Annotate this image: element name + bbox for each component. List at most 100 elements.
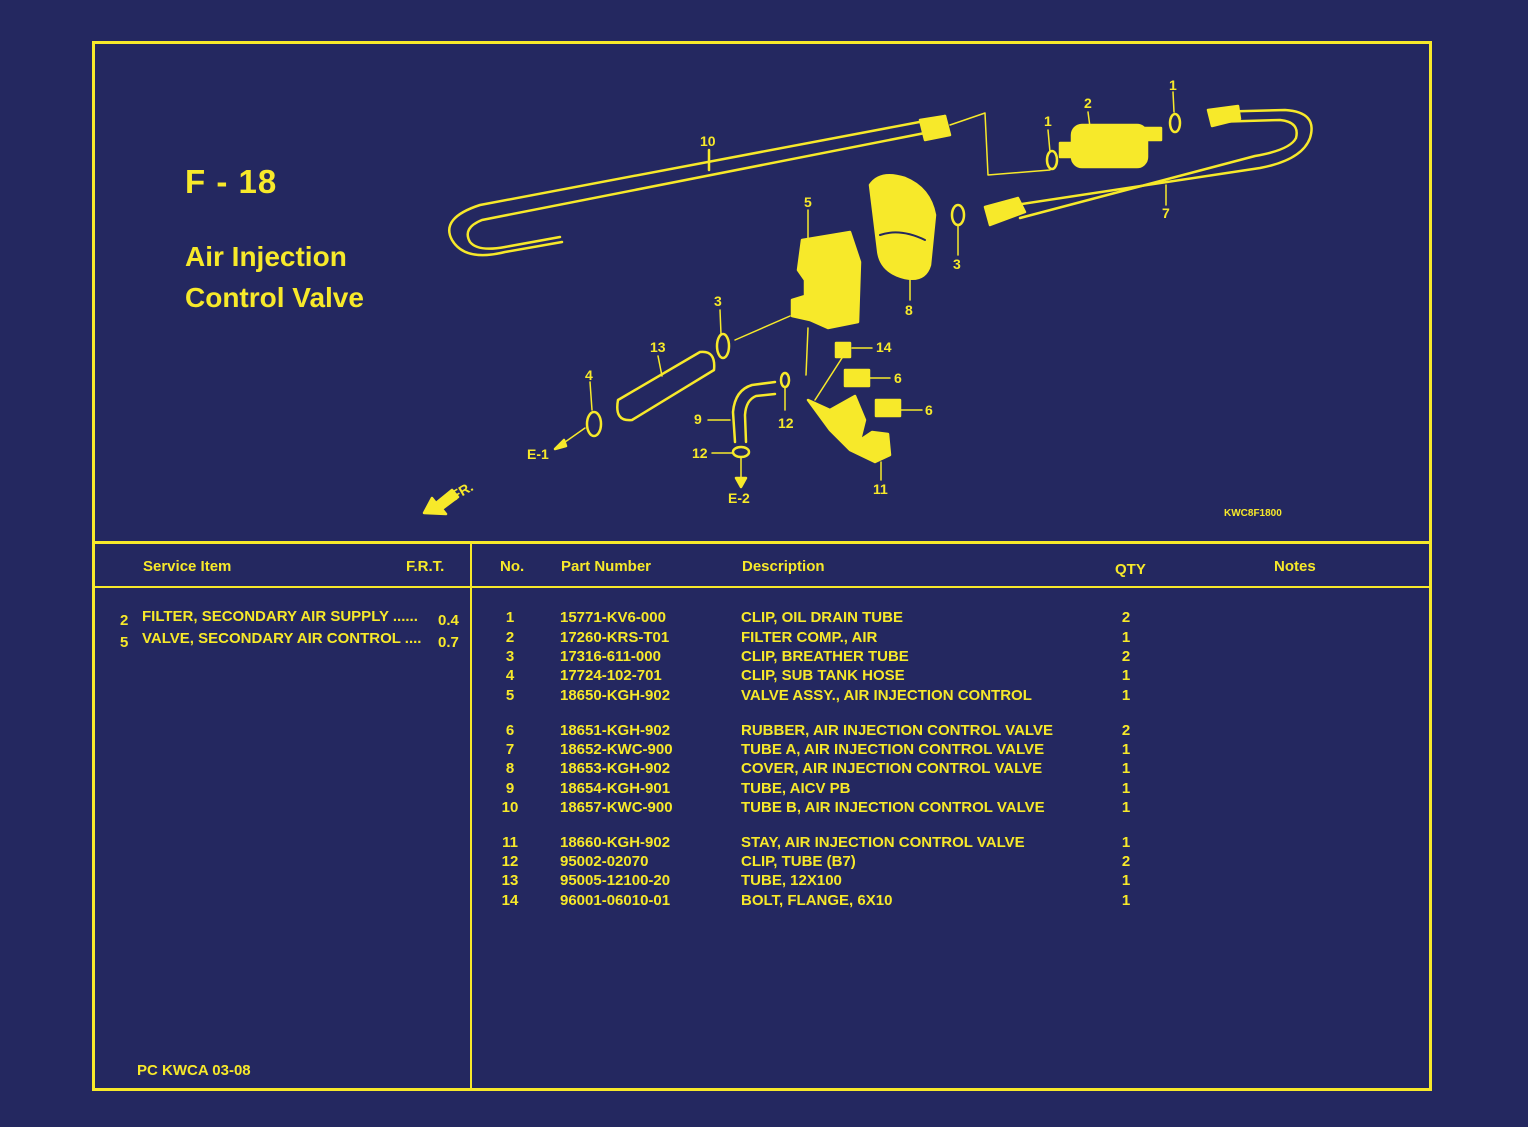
table-cell: 18650-KGH-902: [560, 687, 671, 704]
table-cell: 1: [1121, 629, 1131, 646]
figure-name-title: Air Injection Control Valve: [185, 241, 364, 313]
page-code-footer: PC KWCA 03-08: [137, 1062, 251, 1079]
callout-1a: 1: [1044, 113, 1052, 129]
bolt-part-14: [834, 341, 852, 359]
description-header: Description: [742, 558, 825, 575]
table-cell: 1: [1121, 872, 1131, 889]
table-cell: 5: [505, 687, 515, 704]
tube-part-13: [616, 350, 716, 422]
filter-comp-part-2: [1070, 123, 1149, 169]
clip-part-3b: [715, 332, 731, 360]
table-cell: 18657-KWC-900: [560, 799, 673, 816]
table-cell: TUBE, 12X100: [741, 872, 842, 889]
table-cell: 11: [502, 834, 518, 851]
tube-b-part-10: [448, 114, 947, 257]
table-cell: 7: [505, 741, 515, 758]
table-cell: 1: [1121, 667, 1131, 684]
part-number-header: Part Number: [561, 558, 652, 575]
table-cell: 4: [505, 667, 515, 684]
table-cell: TUBE B, AIR INJECTION CONTROL VALVE: [741, 799, 1045, 816]
figure-code-title: F - 18: [185, 163, 278, 200]
table-cell: 15771-KV6-000: [560, 609, 666, 626]
diagram-divider: [92, 541, 1432, 544]
table-cell: TUBE A, AIR INJECTION CONTROL VALVE: [741, 741, 1045, 758]
table-cell: 1: [1121, 892, 1131, 909]
callout-8: 8: [905, 302, 913, 318]
table-cell: 18652-KWC-900: [560, 741, 673, 758]
figure-reference-code: KWC8F1800: [1224, 508, 1282, 519]
table-cell: 6: [505, 722, 515, 739]
table-cell: 8: [505, 760, 515, 777]
table-cell: 3: [505, 648, 515, 665]
stay-part-11: [806, 394, 892, 464]
table-cell: 1: [1121, 799, 1131, 816]
callout-6b: 6: [925, 402, 933, 418]
notes-header: Notes: [1274, 558, 1316, 575]
header-divider: [92, 586, 1432, 588]
table-cell: 18660-KGH-902: [560, 834, 671, 851]
table-cell: 10: [501, 799, 519, 816]
callout-7: 7: [1162, 205, 1170, 221]
table-cell: 1: [1121, 780, 1131, 797]
table-cell: 9: [505, 780, 515, 797]
frt-header: F.R.T.: [406, 558, 445, 575]
table-cell: 12: [501, 853, 519, 870]
table-cell: 14: [501, 892, 519, 909]
table-cell: 17316-611-000: [560, 648, 661, 665]
table-cell: CLIP, TUBE (B7): [741, 853, 856, 870]
table-cell: CLIP, OIL DRAIN TUBE: [741, 609, 903, 626]
table-cell: 2: [1121, 648, 1131, 665]
table-cell: CLIP, BREATHER TUBE: [741, 648, 909, 665]
cover-part-8: [868, 173, 937, 280]
table-cell: 2: [1121, 722, 1131, 739]
qty-header: QTY: [1115, 561, 1146, 578]
table-cell: 1: [1121, 834, 1131, 851]
table-cell: COVER, AIR INJECTION CONTROL VALVE: [741, 760, 1043, 777]
clip-part-4: [585, 410, 603, 438]
diagram-frame: [92, 41, 1432, 1091]
connector-e1: E-1: [527, 446, 549, 462]
callout-10: 10: [700, 133, 716, 149]
table-cell: 2: [1121, 853, 1131, 870]
no-header: No.: [500, 558, 525, 575]
table-cell: 2: [505, 629, 515, 646]
table-cell: TUBE, AICV PB: [741, 780, 851, 797]
table-cell: BOLT, FLANGE, 6X10: [741, 892, 893, 909]
rubber-part-6a: [843, 368, 871, 388]
table-cell: 95005-12100-20: [560, 872, 671, 889]
column-divider: [470, 543, 472, 1091]
callout-5: 5: [804, 194, 812, 210]
table-cell: RUBBER, AIR INJECTION CONTROL VALVE: [741, 722, 1053, 739]
table-cell: 13: [501, 872, 519, 889]
table-cell: 2: [1121, 609, 1131, 626]
tube-a-part-7: [1013, 108, 1313, 207]
callout-3b: 3: [714, 293, 722, 309]
connector-e2: E-2: [728, 490, 750, 506]
callout-13: 13: [650, 339, 666, 355]
table-cell: 17724-102-701: [560, 667, 662, 684]
clip-part-12a: [731, 445, 751, 459]
table-cell: CLIP, SUB TANK HOSE: [741, 667, 905, 684]
table-cell: 96001-06010-01: [560, 892, 671, 909]
callout-4: 4: [585, 367, 593, 383]
callout-12b: 12: [778, 415, 794, 431]
callout-2: 2: [1084, 95, 1092, 111]
clip-part-3a: [950, 203, 966, 227]
table-cell: FILTER COMP., AIR: [741, 629, 878, 646]
callout-11: 11: [873, 481, 888, 497]
callout-3a: 3: [953, 256, 961, 272]
clip-part-1a: [1045, 149, 1059, 171]
table-cell: 18653-KGH-902: [560, 760, 671, 777]
callout-6a: 6: [894, 370, 902, 386]
rubber-part-6b: [874, 398, 902, 418]
table-cell: 18654-KGH-901: [560, 780, 671, 797]
table-cell: 95002-02070: [560, 853, 649, 870]
table-cell: VALVE ASSY., AIR INJECTION CONTROL: [741, 687, 1032, 704]
tube-aicv-part-9: [731, 380, 777, 444]
exploded-parts-diagram: 1 1 2 3 3 4 5 6 6 7 8 9 10 11 12 12 13 1…: [422, 77, 1313, 516]
callout-1b: 1: [1169, 77, 1177, 93]
table-cell: 1: [1121, 687, 1131, 704]
callout-14: 14: [876, 339, 892, 355]
